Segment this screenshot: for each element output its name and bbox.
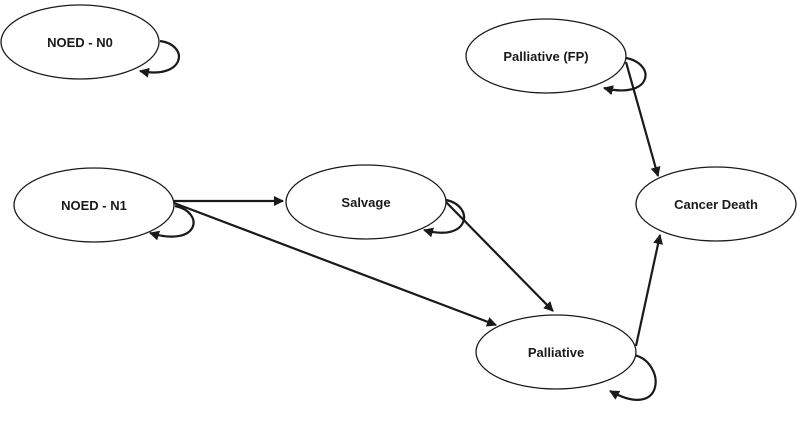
node-palliative-shape — [475, 314, 637, 390]
node-noed-n0-shape — [0, 4, 160, 80]
node-palliative-fp-shape — [465, 18, 627, 94]
node-palliative-fp: Palliative (FP) — [465, 18, 627, 94]
node-noed-n0-label: NOED - N0 — [47, 35, 113, 50]
node-cancer-death-shape — [635, 166, 797, 242]
self-loop-salvage — [423, 198, 465, 238]
node-cancer-death-label: Cancer Death — [674, 197, 758, 212]
self-loop-palliative — [609, 353, 657, 401]
self-loop-noed-n1 — [149, 204, 195, 241]
node-noed-n1: NOED - N1 — [13, 167, 175, 243]
node-noed-n0: NOED - N0 — [0, 4, 160, 80]
node-salvage-shape — [285, 164, 447, 240]
edge-palliative-to-cancer-death — [634, 234, 663, 347]
node-noed-n1-shape — [13, 167, 175, 243]
node-palliative-fp-label: Palliative (FP) — [503, 49, 588, 64]
edge-noed-n1-to-palliative — [173, 201, 497, 327]
node-salvage: Salvage — [285, 164, 447, 240]
self-loop-palliative-fp — [603, 56, 647, 96]
self-loop-noed-n0 — [139, 39, 180, 78]
node-palliative: Palliative — [475, 314, 637, 390]
edge-salvage-to-palliative — [444, 200, 554, 312]
node-palliative-label: Palliative — [528, 345, 584, 360]
node-salvage-label: Salvage — [341, 195, 390, 210]
edge-palliative-fp-to-cancer-death — [624, 61, 661, 177]
node-cancer-death: Cancer Death — [635, 166, 797, 242]
node-noed-n1-label: NOED - N1 — [61, 198, 127, 213]
